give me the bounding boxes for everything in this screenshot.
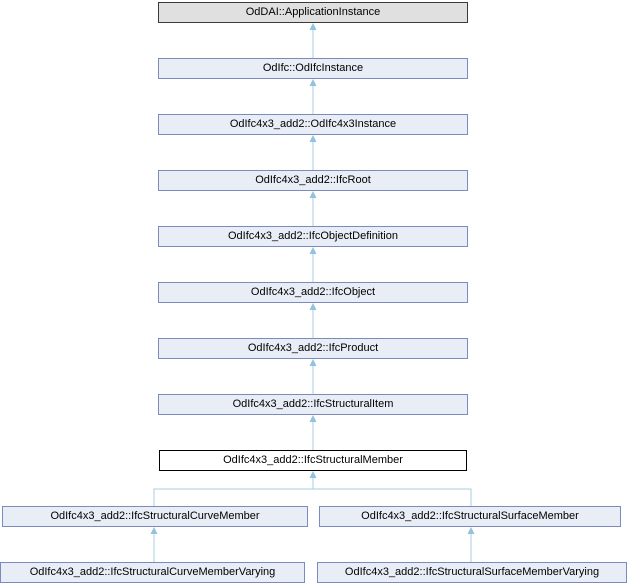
class-node-ifcstructuralcurvemembervarying[interactable]: OdIfc4x3_add2::IfcStructuralCurveMemberV… xyxy=(0,562,305,583)
class-node-odifc-odifcinstance[interactable]: OdIfc::OdIfcInstance xyxy=(158,58,468,79)
edge-fork xyxy=(153,477,314,506)
class-node-ifcstructuralsurfacemembervarying[interactable]: OdIfc4x3_add2::IfcStructuralSurfaceMembe… xyxy=(317,562,627,583)
edge-fork xyxy=(313,488,472,506)
class-node-ifcobject[interactable]: OdIfc4x3_add2::IfcObject xyxy=(158,282,468,303)
class-node-ifcobjectdefinition[interactable]: OdIfc4x3_add2::IfcObjectDefinition xyxy=(158,226,468,247)
class-node-ifcstructuralcurvemember[interactable]: OdIfc4x3_add2::IfcStructuralCurveMember xyxy=(2,506,308,527)
edge-arrowhead xyxy=(309,79,317,86)
edge-arrowhead xyxy=(309,247,317,254)
class-node-ifcstructuralmember: OdIfc4x3_add2::IfcStructuralMember xyxy=(159,450,467,471)
class-node-ifcstructuralitem[interactable]: OdIfc4x3_add2::IfcStructuralItem xyxy=(158,394,468,415)
class-node-ifcstructuralsurfacemember[interactable]: OdIfc4x3_add2::IfcStructuralSurfaceMembe… xyxy=(319,506,621,527)
edge-arrowhead xyxy=(309,415,317,422)
class-node-odifc4x3instance[interactable]: OdIfc4x3_add2::OdIfc4x3Instance xyxy=(158,114,468,135)
edge-arrowhead xyxy=(309,303,317,310)
class-node-ifcproduct[interactable]: OdIfc4x3_add2::IfcProduct xyxy=(158,338,468,359)
edge-arrowhead xyxy=(309,23,317,30)
edge-arrowhead xyxy=(150,527,158,534)
class-node-oddai-applicationinstance: OdDAI::ApplicationInstance xyxy=(158,2,468,23)
edge-arrowhead xyxy=(309,135,317,142)
edge-arrowhead xyxy=(309,191,317,198)
edge-arrowhead xyxy=(309,471,317,478)
class-node-ifcroot[interactable]: OdIfc4x3_add2::IfcRoot xyxy=(158,170,468,191)
edge-arrowhead xyxy=(309,359,317,366)
edge-arrowhead xyxy=(467,527,475,534)
